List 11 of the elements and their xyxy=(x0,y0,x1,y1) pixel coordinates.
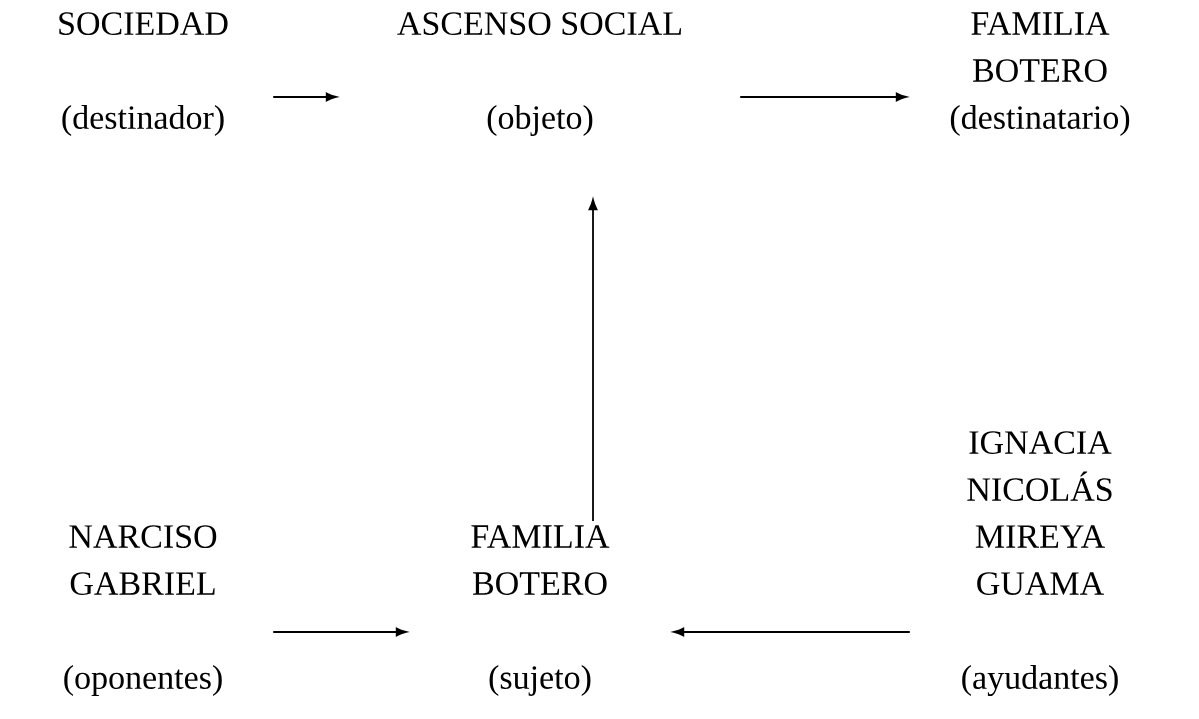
actant-label: SOCIEDAD (destinador) xyxy=(59,12,228,136)
actant-label: FAMILIA BOTERO (destinatario) xyxy=(950,12,1130,136)
arrow xyxy=(272,92,337,102)
actant-label: FAMILIA BOTERO (sujeto) xyxy=(471,525,610,696)
actant-label: IGNACIA NICOLÁS MIREYA GUAMA (ayudantes) xyxy=(962,431,1118,697)
actant-label: NARCISO GABRIEL (oponentes) xyxy=(64,525,222,696)
arrow xyxy=(272,627,407,637)
arrow xyxy=(588,199,598,522)
actant-label: ASCENSO SOCIAL (objeto) xyxy=(397,12,681,136)
arrow xyxy=(739,92,907,102)
arrow xyxy=(673,627,911,637)
